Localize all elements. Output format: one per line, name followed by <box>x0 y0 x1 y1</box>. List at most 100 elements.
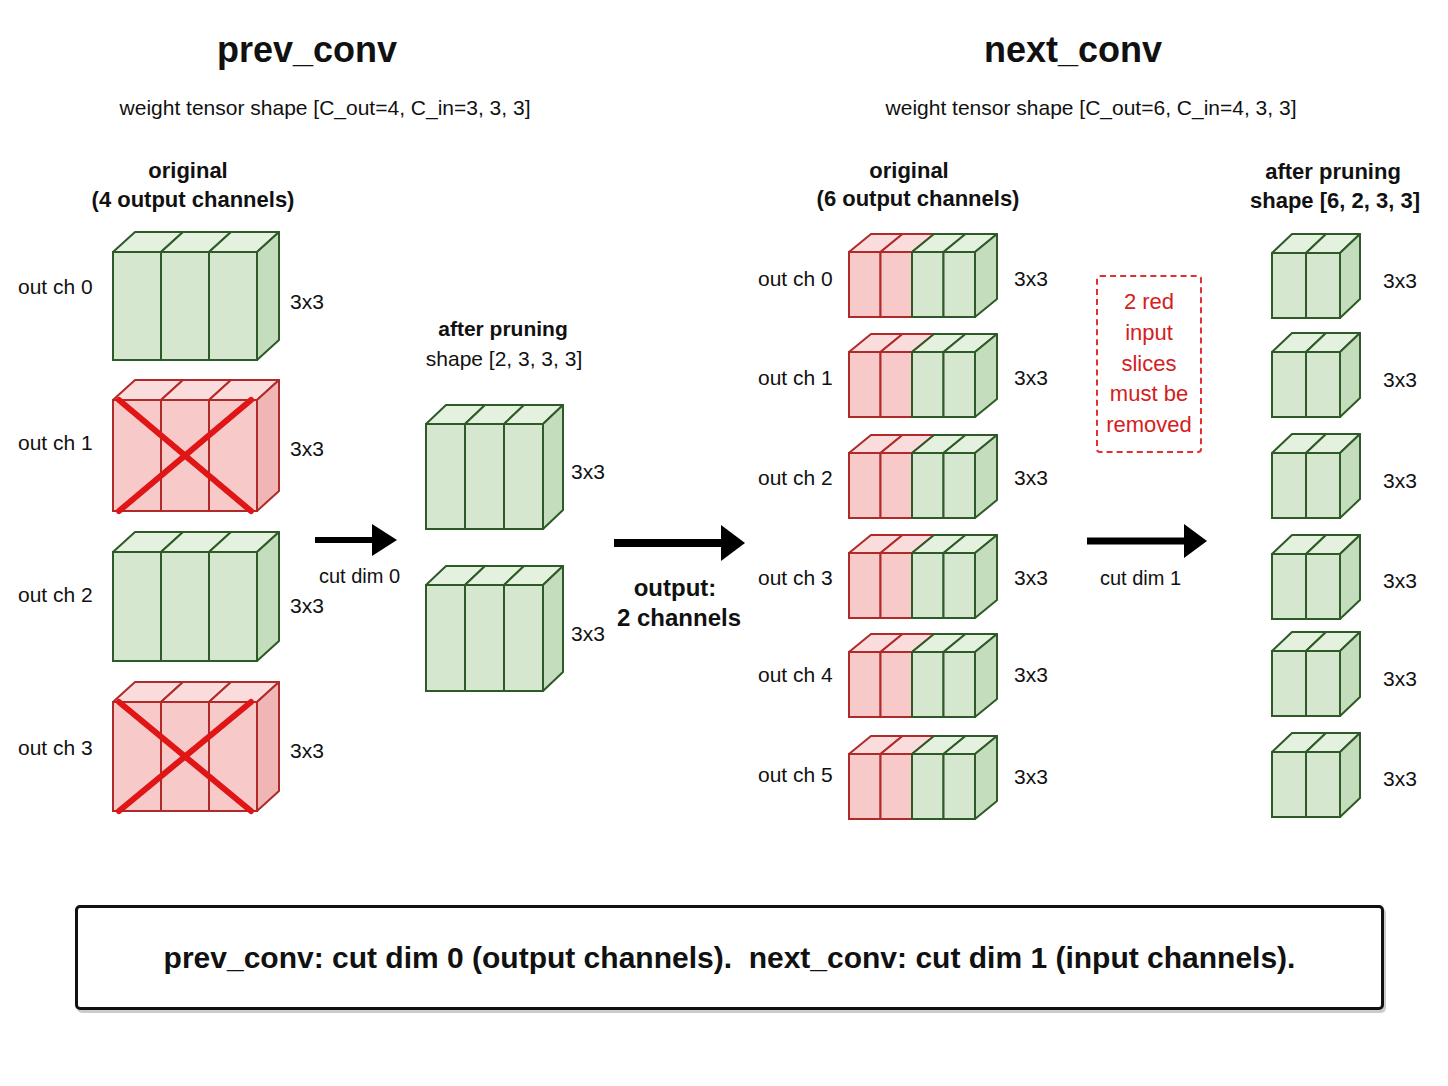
slice-side <box>257 380 279 511</box>
arrow-shaft <box>315 537 374 543</box>
arrow-label: cut dim 0 <box>319 565 400 588</box>
kernel-size: 3x3 <box>290 594 324 618</box>
group-heading: original <box>869 158 948 183</box>
prune-cross <box>119 702 251 811</box>
tensor-block <box>1272 434 1360 518</box>
kernel-size: 3x3 <box>1014 663 1048 687</box>
channel-label: out ch 1 <box>758 366 833 390</box>
slice-front <box>209 252 257 360</box>
slice-front <box>1272 352 1306 417</box>
slice-front <box>113 252 161 360</box>
slice-front <box>881 252 913 317</box>
kernel-size: 3x3 <box>1383 269 1417 293</box>
arrow-shaft <box>1087 538 1186 545</box>
kernel-size: 3x3 <box>1383 569 1417 593</box>
slice-front <box>1306 453 1340 518</box>
prune-cross <box>119 400 251 511</box>
slice-front <box>944 754 976 819</box>
tensor-block <box>849 634 997 717</box>
tensor-block <box>113 232 279 360</box>
slice-front <box>849 252 881 317</box>
slice-front <box>881 453 913 518</box>
slice-side <box>1340 733 1360 817</box>
shape-note: weight tensor shape [C_out=4, C_in=3, 3,… <box>120 96 531 120</box>
slice-front <box>426 424 465 529</box>
channel-label: out ch 1 <box>18 431 93 455</box>
section-heading: prev_conv <box>217 29 397 70</box>
flow-arrow <box>614 525 745 561</box>
slice-front <box>881 553 913 618</box>
channel-label: out ch 0 <box>758 267 833 291</box>
slice-side <box>975 234 997 317</box>
group-heading: after pruning <box>438 317 568 341</box>
slice-front <box>161 552 209 661</box>
tensor-block <box>849 736 997 819</box>
slice-side <box>975 535 997 618</box>
slice-front <box>504 424 543 529</box>
channel-label: out ch 3 <box>758 566 833 590</box>
slice-front <box>849 553 881 618</box>
arrow-head <box>1184 524 1207 558</box>
slice-front <box>849 352 881 417</box>
tensor-block <box>1272 333 1360 417</box>
tensor-block <box>426 566 563 691</box>
tensor-block <box>113 380 279 511</box>
tensor-block <box>1272 733 1360 817</box>
slice-front <box>1272 651 1306 716</box>
shape-note: weight tensor shape [C_out=6, C_in=4, 3,… <box>886 96 1297 120</box>
kernel-size: 3x3 <box>1014 566 1048 590</box>
arrow-label: output: <box>634 574 717 602</box>
slice-front <box>944 553 976 618</box>
tensor-block <box>113 532 279 661</box>
group-heading: (6 output channels) <box>817 186 1020 211</box>
slice-side <box>543 566 563 691</box>
slice-front <box>1306 253 1340 318</box>
slice-front <box>426 585 465 691</box>
slice-front <box>1272 253 1306 318</box>
slice-front <box>912 652 944 717</box>
section-heading: next_conv <box>984 29 1162 70</box>
slice-side <box>975 435 997 518</box>
slice-side <box>1340 234 1360 318</box>
slice-front <box>1306 554 1340 619</box>
tensor-block <box>849 234 997 317</box>
slice-front <box>944 352 976 417</box>
kernel-size: 3x3 <box>571 622 605 646</box>
tensor-block <box>1272 234 1360 318</box>
slice-front <box>881 754 913 819</box>
channel-label: out ch 2 <box>758 466 833 490</box>
slice-front <box>849 754 881 819</box>
slice-front <box>1272 453 1306 518</box>
slice-side <box>257 682 279 811</box>
slice-front <box>944 453 976 518</box>
kernel-size: 3x3 <box>290 290 324 314</box>
group-heading: after pruning <box>1265 159 1401 184</box>
tensor-block <box>849 535 997 618</box>
slice-side <box>975 634 997 717</box>
slice-front <box>881 352 913 417</box>
kernel-size: 3x3 <box>1383 667 1417 691</box>
slice-front <box>1306 651 1340 716</box>
kernel-size: 3x3 <box>290 437 324 461</box>
slice-front <box>1306 752 1340 817</box>
slice-side <box>975 736 997 819</box>
slice-side <box>975 334 997 417</box>
slice-side <box>1340 333 1360 417</box>
arrow-head <box>372 524 397 556</box>
arrow-label: 2 channels <box>617 604 741 632</box>
kernel-size: 3x3 <box>1014 466 1048 490</box>
tensor-block <box>426 405 563 529</box>
tensor-block <box>849 334 997 417</box>
slice-side <box>1340 434 1360 518</box>
slice-front <box>465 424 504 529</box>
arrow-label: cut dim 1 <box>1100 567 1181 590</box>
slice-front <box>465 585 504 691</box>
channel-label: out ch 0 <box>18 275 93 299</box>
slice-front <box>944 252 976 317</box>
slice-side <box>1340 535 1360 619</box>
prune-cross <box>119 400 251 511</box>
group-heading: (4 output channels) <box>92 187 295 212</box>
slice-front <box>944 652 976 717</box>
slice-front <box>1272 752 1306 817</box>
